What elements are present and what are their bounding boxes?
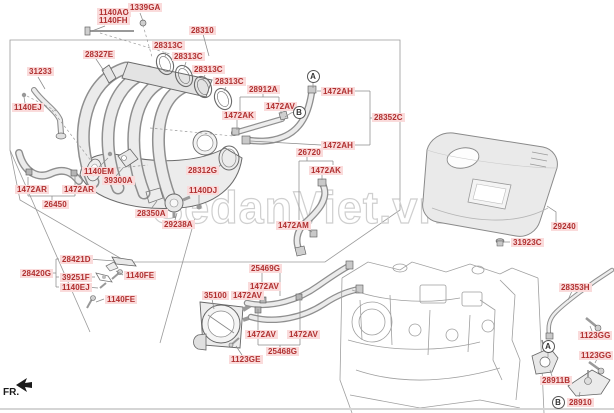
part-label-1140ej: 1140EJ [12,103,44,112]
hose-28912a [231,110,289,136]
part-label-28352c: 28352C [372,113,405,122]
part-label-1472ah: 1472AH [321,87,355,96]
diagram-border [9,39,401,344]
fr-label: FR. [3,387,20,398]
intake-manifold-drawing [76,61,243,209]
part-label-28313c: 28313C [172,52,205,61]
part-label-28353h: 28353H [559,283,592,292]
part-label-1140fh: 1140FH [97,16,130,25]
part-label-1123ge: 1123GE [229,355,263,364]
callout-a: A [541,339,555,353]
callout-b: B [292,105,306,119]
hose-25469g [243,260,354,309]
part-label-25469g: 25469G [249,264,283,273]
part-label-28313c: 28313C [192,65,225,74]
part-label-28310: 28310 [189,26,216,35]
engine-cover-drawing [422,132,558,247]
part-label-1140ej: 1140EJ [60,283,92,292]
purge-valve-29238a [164,193,202,218]
part-label-25468g: 25468G [266,347,300,356]
part-label-28313c: 28313C [213,77,246,86]
fitting-28911b [531,339,559,375]
fr-direction-arrow [16,378,32,392]
part-label-1472am: 1472AM [276,221,311,230]
part-label-31233: 31233 [27,67,54,76]
part-label-28350a: 28350A [135,209,168,218]
part-label-28911b: 28911B [540,376,573,385]
bracket-28350a [145,187,164,204]
part-label-1472ak: 1472AK [309,166,343,175]
part-label-28312g: 28312G [186,166,220,175]
part-label-29238a: 29238A [162,220,195,229]
bolt-1140ao [84,26,134,36]
part-label-1140dj: 1140DJ [187,186,220,195]
part-label-26720: 26720 [296,148,323,157]
callout-a: A [306,69,320,83]
part-label-1472av: 1472AV [264,102,297,111]
hose-26450 [15,149,83,185]
part-label-1140fe: 1140FE [124,271,157,280]
part-label-1140ao: 1140AO [97,8,131,17]
part-label-1472ar: 1472AR [15,185,49,194]
sensor-28327e [101,64,117,84]
bracket-28910 [567,369,611,397]
part-label-39300a: 39300A [102,176,135,185]
part-label-1123gg: 1123GG [579,351,614,360]
part-label-1140fe: 1140FE [105,295,138,304]
part-label-1339ga: 1339GA [128,3,163,12]
bracket-28420g-group [86,256,137,309]
tube-28353h [545,267,614,340]
part-label-28327e: 28327E [83,50,116,59]
part-label-29240: 29240 [551,222,578,231]
part-label-1472av: 1472AV [287,330,320,339]
part-label-1140em: 1140EM [82,167,116,176]
part-label-26450: 26450 [42,200,69,209]
part-label-1472ah: 1472AH [321,141,355,150]
callout-b: B [551,395,565,409]
part-label-1472av: 1472AV [231,291,264,300]
sensor-39300a [107,148,139,168]
engine-block-drawing [339,261,545,413]
part-label-28421d: 28421D [60,255,93,264]
part-label-39251f: 39251F [60,273,92,282]
throttle-body-drawing [193,301,253,351]
part-label-1472av: 1472AV [245,330,278,339]
part-label-35100: 35100 [202,291,229,300]
part-label-1472av: 1472AV [248,282,281,291]
part-label-28313c: 28313C [152,41,185,50]
bolts-1123gg [585,317,605,375]
o-ring-gaskets [155,52,233,111]
part-label-28912a: 28912A [247,85,280,94]
hose-28352c [241,85,317,145]
part-label-1472ar: 1472AR [62,185,96,194]
part-label-1123gg: 1123GG [578,331,613,340]
part-label-28420g: 28420G [20,269,54,278]
part-label-1472ak: 1472AK [222,111,256,120]
part-label-28910: 28910 [567,398,594,407]
part-label-31923c: 31923C [511,238,544,247]
